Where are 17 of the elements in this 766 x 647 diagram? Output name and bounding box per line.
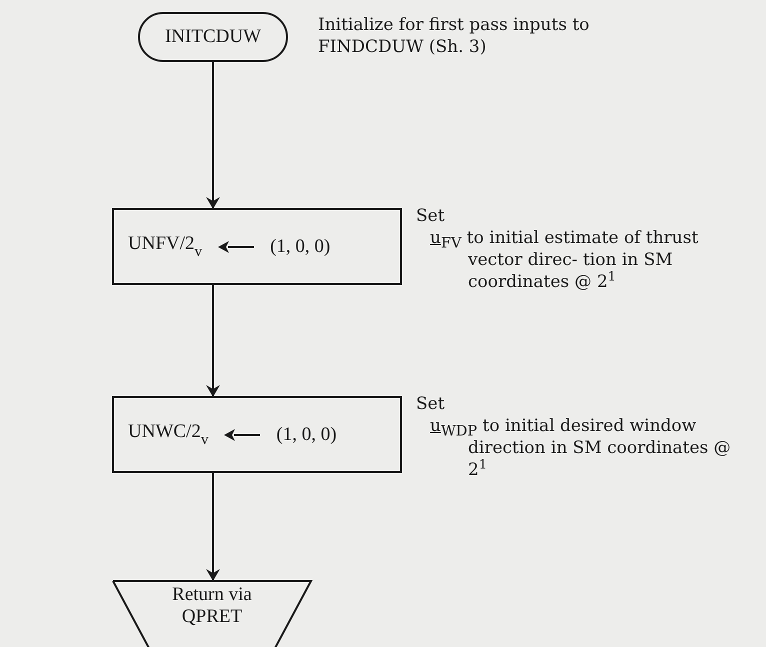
process-box bbox=[112, 208, 402, 285]
node-label: (1, 0, 0) bbox=[270, 236, 330, 258]
process-box bbox=[112, 396, 402, 473]
exit-trapezoid bbox=[112, 580, 312, 644]
annotation-text: u$_{WDP}$ to initial desired window direction in SM coordinates @ 2$^{1}$ bbox=[429, 415, 732, 481]
flow-arrow bbox=[206, 285, 220, 397]
node-label: Return via QPRET bbox=[171, 584, 253, 628]
annotation-text: u$_{FV}$ to initial estimate of thrust vector direc- tion in SM coordinates @ 2$^{1}$ bbox=[429, 227, 700, 293]
note-heading: Set bbox=[416, 393, 446, 415]
flow-arrow bbox=[206, 473, 220, 581]
node-label: (1, 0, 0) bbox=[276, 424, 337, 446]
annotation-text: Initialize for first pass inputs to FINDCDUW (Sh. 3) bbox=[318, 14, 590, 58]
note-heading: Set bbox=[416, 205, 446, 227]
node-label: UNFV/2$_{v}$ bbox=[128, 232, 202, 260]
node-label: INITCDUW bbox=[164, 26, 262, 48]
node-label: UNWC/2$_{v}$ bbox=[128, 420, 208, 448]
flow-arrow bbox=[206, 62, 220, 209]
